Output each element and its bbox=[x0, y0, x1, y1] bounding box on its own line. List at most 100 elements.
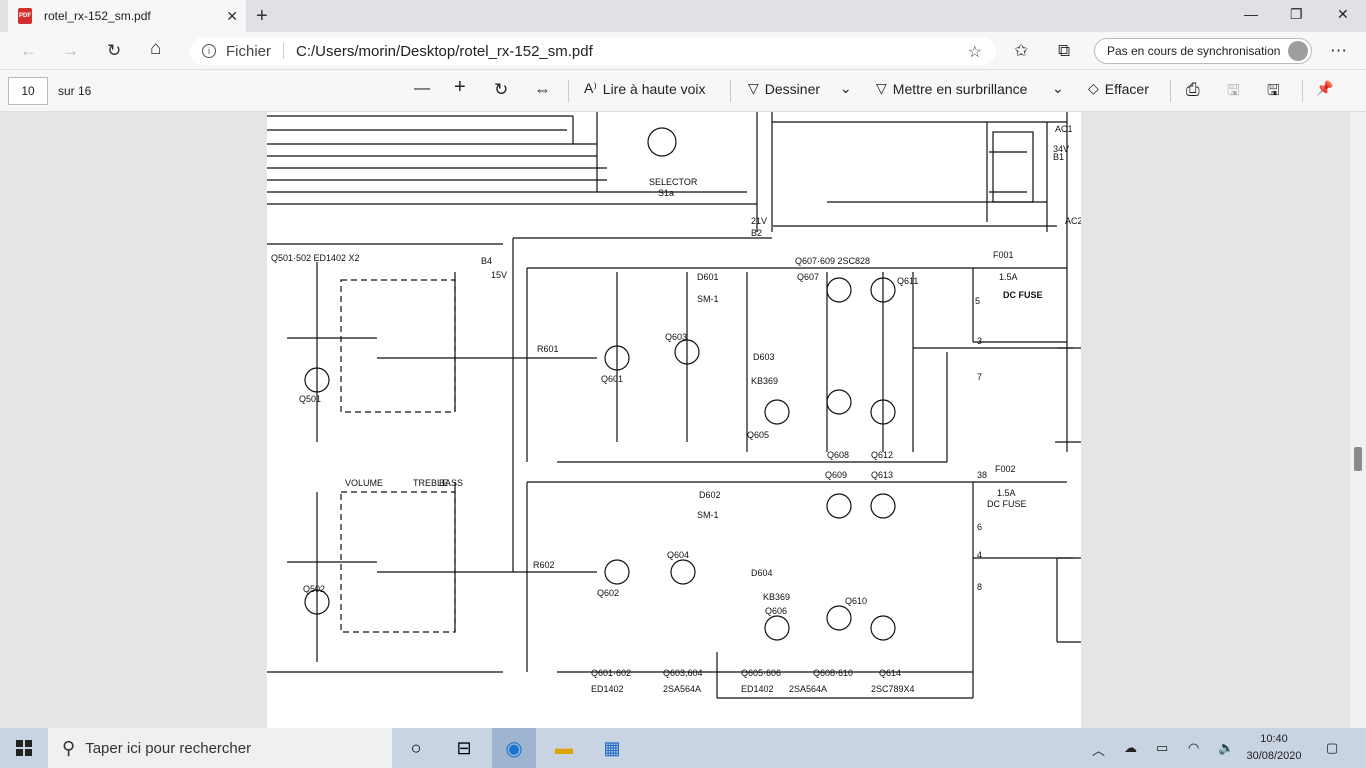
label-21v: 21V bbox=[751, 216, 767, 226]
page-number-input[interactable]: 10 bbox=[8, 77, 48, 105]
label-f001: F001 bbox=[993, 250, 1014, 260]
print-button[interactable]: ⎙ bbox=[1186, 80, 1200, 99]
fit-page-button[interactable]: ⇔ bbox=[534, 80, 551, 99]
pdf-icon: PDF bbox=[18, 8, 32, 24]
label-d602: D602 bbox=[699, 490, 721, 500]
label-q607-group: Q607·609 2SC828 bbox=[795, 256, 870, 266]
scrollbar-thumb[interactable] bbox=[1354, 447, 1362, 471]
label-f002-rating: 1.5A bbox=[997, 488, 1016, 498]
taskbar-search[interactable]: ⚲ Taper ici pour rechercher bbox=[48, 728, 392, 768]
new-tab-button[interactable]: + bbox=[256, 5, 268, 27]
label-selector-ref: S1a bbox=[658, 188, 674, 198]
draw-icon: ▽ bbox=[748, 80, 759, 96]
address-scheme: Fichier bbox=[226, 42, 272, 60]
label-2sc789: 2SC789X4 bbox=[871, 684, 915, 694]
label-node-4: 4 bbox=[977, 550, 982, 560]
avatar bbox=[1288, 41, 1308, 61]
label-f002: F002 bbox=[995, 464, 1016, 474]
label-2sa564a: 2SA564A bbox=[663, 684, 701, 694]
tab-pdf[interactable]: PDF rotel_rx-152_sm.pdf ✕ bbox=[8, 0, 246, 32]
read-aloud-button[interactable]: A⁾ Lire à haute voix bbox=[584, 80, 706, 97]
onedrive-icon[interactable]: ☁ bbox=[1124, 740, 1137, 755]
label-q606: Q606 bbox=[765, 606, 787, 616]
store-icon[interactable]: ▦ bbox=[603, 737, 621, 758]
forward-button[interactable]: → bbox=[62, 41, 79, 60]
url-field[interactable]: i Fichier C:/Users/morin/Desktop/rotel_r… bbox=[190, 37, 996, 65]
search-icon: ⚲ bbox=[62, 737, 76, 758]
save-button[interactable]: 🖫 bbox=[1227, 82, 1240, 99]
highlight-options-chevron-icon[interactable]: ⌄ bbox=[1052, 80, 1064, 96]
back-button[interactable]: ← bbox=[20, 41, 37, 60]
collections-icon[interactable]: ⧉ bbox=[1058, 41, 1071, 60]
label-q502: Q502 bbox=[303, 584, 325, 594]
cortana-icon[interactable]: ○ bbox=[410, 737, 422, 758]
draw-options-chevron-icon[interactable]: ⌄ bbox=[840, 80, 852, 96]
save-as-button[interactable]: 🖫 bbox=[1267, 82, 1280, 99]
tab-close-icon[interactable]: ✕ bbox=[226, 8, 238, 24]
label-q608: Q608 bbox=[827, 450, 849, 460]
label-d604: D604 bbox=[751, 568, 773, 578]
pdf-toolbar: 10 sur 16 — + ↻ ⇔ A⁾ Lire à haute voix ▽… bbox=[0, 70, 1366, 112]
label-node-38: 38 bbox=[977, 470, 987, 480]
label-b1: B1 bbox=[1053, 152, 1064, 162]
address-separator bbox=[283, 43, 285, 59]
label-dc-fuse-1: DC FUSE bbox=[1003, 290, 1043, 300]
tab-bar: PDF rotel_rx-152_sm.pdf ✕ + — ❐ ✕ bbox=[0, 0, 1366, 32]
minimize-button[interactable]: — bbox=[1244, 6, 1258, 22]
label-kb369-upper: KB369 bbox=[751, 376, 778, 386]
eraser-icon: ◇ bbox=[1088, 80, 1099, 96]
sync-button[interactable]: Pas en cours de synchronisation bbox=[1094, 38, 1312, 64]
label-q610: Q610 bbox=[845, 596, 867, 606]
label-kb369-lower: KB369 bbox=[763, 592, 790, 602]
pin-toolbar-button[interactable]: 📌 bbox=[1316, 80, 1334, 96]
close-window-button[interactable]: ✕ bbox=[1337, 6, 1349, 22]
more-menu-icon[interactable]: ⋯ bbox=[1330, 41, 1347, 60]
info-icon[interactable]: i bbox=[202, 44, 216, 58]
label-f001-rating: 1.5A bbox=[999, 272, 1018, 282]
battery-icon[interactable]: ▭ bbox=[1156, 740, 1169, 755]
sync-label: Pas en cours de synchronisation bbox=[1107, 44, 1281, 58]
label-34v: 34V bbox=[1053, 144, 1069, 154]
label-q609: Q609 bbox=[825, 470, 847, 480]
highlight-button[interactable]: ▽ Mettre en surbrillance bbox=[876, 80, 1027, 97]
favorites-bar-icon[interactable]: ✩ bbox=[1014, 41, 1029, 60]
favorite-icon[interactable]: ☆ bbox=[967, 44, 982, 61]
draw-button[interactable]: ▽ Dessiner bbox=[748, 80, 820, 97]
refresh-button[interactable]: ↻ bbox=[107, 41, 122, 60]
label-q608-610: Q608·610 bbox=[813, 668, 853, 678]
home-button[interactable]: ⌂ bbox=[150, 38, 162, 59]
clock[interactable]: 10:40 30/08/2020 bbox=[1244, 731, 1304, 765]
erase-button[interactable]: ◇ Effacer bbox=[1088, 80, 1149, 97]
label-selector: SELECTOR bbox=[649, 177, 698, 187]
label-q501-group: Q501·502 ED1402 X2 bbox=[271, 253, 360, 263]
label-ed1402-b: ED1402 bbox=[741, 684, 774, 694]
label-ac1: AC1 bbox=[1055, 124, 1073, 134]
label-b2: B2 bbox=[751, 228, 762, 238]
label-node-6: 6 bbox=[977, 522, 982, 532]
label-b4: B4 bbox=[481, 256, 492, 266]
file-explorer-icon[interactable]: ▬ bbox=[555, 737, 573, 758]
label-treble: TREBLE bbox=[413, 478, 448, 488]
zoom-out-button[interactable]: — bbox=[414, 80, 430, 97]
label-q612: Q612 bbox=[871, 450, 893, 460]
address-bar: ← → ↻ ⌂ i Fichier C:/Users/morin/Desktop… bbox=[0, 32, 1366, 70]
label-d603: D603 bbox=[753, 352, 775, 362]
highlight-label: Mettre en surbrillance bbox=[892, 80, 1028, 97]
tray-chevron-icon[interactable]: ︿ bbox=[1092, 743, 1106, 758]
task-view-icon[interactable]: ⊟ bbox=[456, 737, 472, 758]
label-q604: Q604 bbox=[667, 550, 689, 560]
toolbar-divider bbox=[730, 80, 731, 102]
maximize-button[interactable]: ❐ bbox=[1290, 6, 1303, 22]
wifi-icon[interactable]: ◠ bbox=[1188, 740, 1200, 755]
label-ed1402: ED1402 bbox=[591, 684, 624, 694]
rotate-button[interactable]: ↻ bbox=[494, 80, 509, 99]
vertical-scrollbar[interactable] bbox=[1350, 112, 1366, 728]
start-button[interactable] bbox=[0, 728, 48, 768]
label-q614: Q614 bbox=[879, 668, 901, 678]
zoom-in-button[interactable]: + bbox=[454, 76, 466, 98]
draw-label: Dessiner bbox=[764, 80, 821, 97]
edge-icon[interactable]: ◉ bbox=[492, 728, 536, 768]
notification-icon[interactable]: ▢ bbox=[1326, 740, 1339, 755]
label-2sa564a-b: 2SA564A bbox=[789, 684, 827, 694]
volume-icon[interactable]: 🔈 bbox=[1218, 740, 1235, 755]
